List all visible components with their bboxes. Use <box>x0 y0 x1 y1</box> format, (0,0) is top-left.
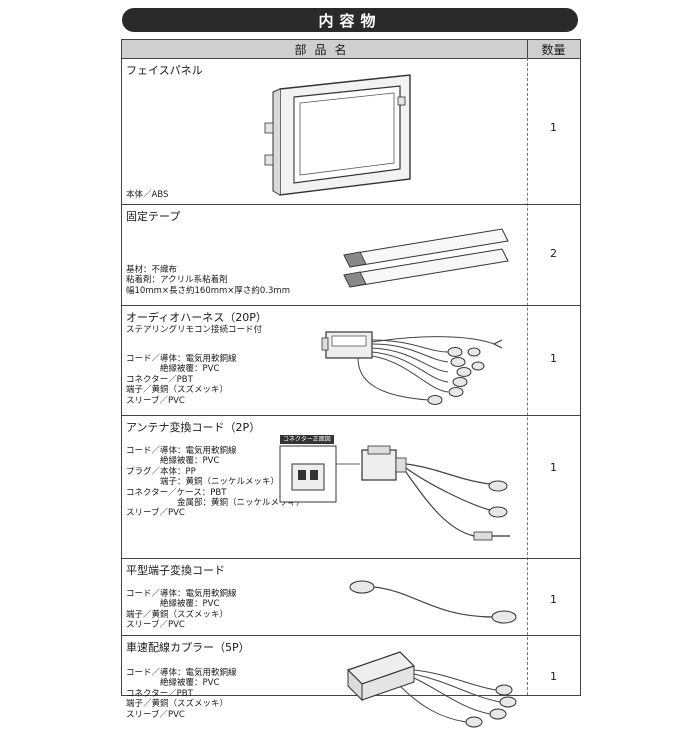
table-row: 平型端子変換コード 1 コード／導体：電気用軟銅線 絶縁被覆：PVC 端子／黄銅… <box>122 559 580 636</box>
spec-line: 金属部：黄銅（ニッケルメッキ） <box>126 498 305 509</box>
page-title: 内容物 <box>122 8 578 32</box>
header-divider <box>527 40 528 58</box>
spec-line: プラグ／本体：PP <box>126 466 196 477</box>
part-specs: コード／導体：電気用軟銅線 絶縁被覆：PVC コネクター／PBT 端子／黄銅（ス… <box>126 668 237 720</box>
part-specs: 本体／ABS <box>126 190 168 200</box>
table-header: 部品名 数量 <box>122 40 580 59</box>
part-specs: コード／導体：電気用軟銅線 絶縁被覆：PVC プラグ／本体：PP 端子：黄銅（ニ… <box>126 446 305 519</box>
table-row: オーディオハーネス（20P） ステアリングリモコン接続コード付 1 コード／導体… <box>122 306 580 416</box>
audio-harness-icon <box>321 331 503 405</box>
speed-coupler-icon <box>346 651 517 728</box>
part-name: アンテナ変換コード（2P） <box>126 421 261 434</box>
part-name: 平型端子変換コード <box>126 564 225 577</box>
table-row: アンテナ変換コード（2P） 1 コード／導体：電気用軟銅線 絶縁被覆：PVC プ… <box>122 416 580 559</box>
spec-line: 絶縁被覆：PVC <box>126 678 220 689</box>
spec-line: コード／導体：電気用軟銅線 <box>126 446 237 456</box>
fixing-tape-icon <box>343 228 509 288</box>
spec-line: 端子／黄銅（スズメッキ） <box>126 699 229 710</box>
column-divider <box>527 58 528 695</box>
part-name: オーディオハーネス（20P） <box>126 311 267 324</box>
spec-line: 基材：不織布 <box>126 265 178 275</box>
spec-line: コード／導体：電気用軟銅線 <box>126 589 237 599</box>
spec-line: スリーブ／PVC <box>126 395 185 406</box>
spec-line: コード／導体：電気用軟銅線 <box>126 668 237 678</box>
part-quantity: 1 <box>550 593 557 606</box>
spec-line: コネクター／PBT <box>126 688 193 699</box>
part-name: 固定テープ <box>126 210 181 223</box>
face-panel-icon <box>264 74 411 196</box>
flat-terminal-cord-icon <box>349 580 517 624</box>
part-subtitle: ステアリングリモコン接続コード付 <box>126 325 263 335</box>
table-row: 固定テープ 2 基材：不織布 粘着剤：アクリル系粘着剤 幅10mm×長さ約160… <box>122 205 580 306</box>
spec-line: 絶縁被覆：PVC <box>126 599 220 610</box>
spec-line: スリーブ／PVC <box>126 620 185 631</box>
connector-front-view-label: コネクター正面図 <box>280 435 334 444</box>
spec-line: コネクター／ケース：PBT <box>126 487 227 498</box>
spec-line: 粘着剤：アクリル系粘着剤 <box>126 275 228 286</box>
table-row: 車速配線カプラー（5P） 1 コード／導体：電気用軟銅線 絶縁被覆：PVC コネ… <box>122 636 580 728</box>
part-specs: コード／導体：電気用軟銅線 絶縁被覆：PVC コネクター／PBT 端子／黄銅（ス… <box>126 354 237 406</box>
part-name: 車速配線カプラー（5P） <box>126 641 250 654</box>
antenna-cord-icon <box>279 445 510 541</box>
spec-line: コード／導体：電気用軟銅線 <box>126 354 237 364</box>
part-name: フェイスパネル <box>126 64 203 77</box>
spec-line: 本体／ABS <box>126 190 169 200</box>
table-row: フェイスパネル 1 本体／ABS <box>122 59 580 205</box>
part-quantity: 1 <box>550 670 557 683</box>
spec-line: 絶縁被覆：PVC <box>126 364 220 375</box>
spec-line: コネクター／PBT <box>126 374 193 385</box>
spec-line: スリーブ／PVC <box>126 709 185 720</box>
part-specs: 基材：不織布 粘着剤：アクリル系粘着剤 幅10mm×長さ約160mm×厚さ約0.… <box>126 265 290 296</box>
spec-line: 絶縁被覆：PVC <box>126 456 220 467</box>
contents-table: 部品名 数量 フェイスパネル 1 本体／ABS 固定テープ 2 基材：不織布 粘… <box>121 39 581 728</box>
spec-line: 端子：黄銅（ニッケルメッキ） <box>126 477 280 488</box>
spec-line: 端子／黄銅（スズメッキ） <box>126 385 229 396</box>
spec-line: 端子／黄銅（スズメッキ） <box>126 609 229 620</box>
spec-line: 幅10mm×長さ約160mm×厚さ約0.3mm <box>126 285 290 296</box>
part-quantity: 1 <box>550 121 557 134</box>
header-quantity: 数量 <box>541 42 566 57</box>
part-specs: コード／導体：電気用軟銅線 絶縁被覆：PVC 端子／黄銅（スズメッキ） スリーブ… <box>126 589 237 631</box>
part-quantity: 2 <box>550 247 557 260</box>
header-part-name: 部品名 <box>294 42 355 57</box>
part-quantity: 1 <box>550 352 557 365</box>
spec-line: スリーブ／PVC <box>126 508 185 519</box>
part-quantity: 1 <box>550 461 557 474</box>
